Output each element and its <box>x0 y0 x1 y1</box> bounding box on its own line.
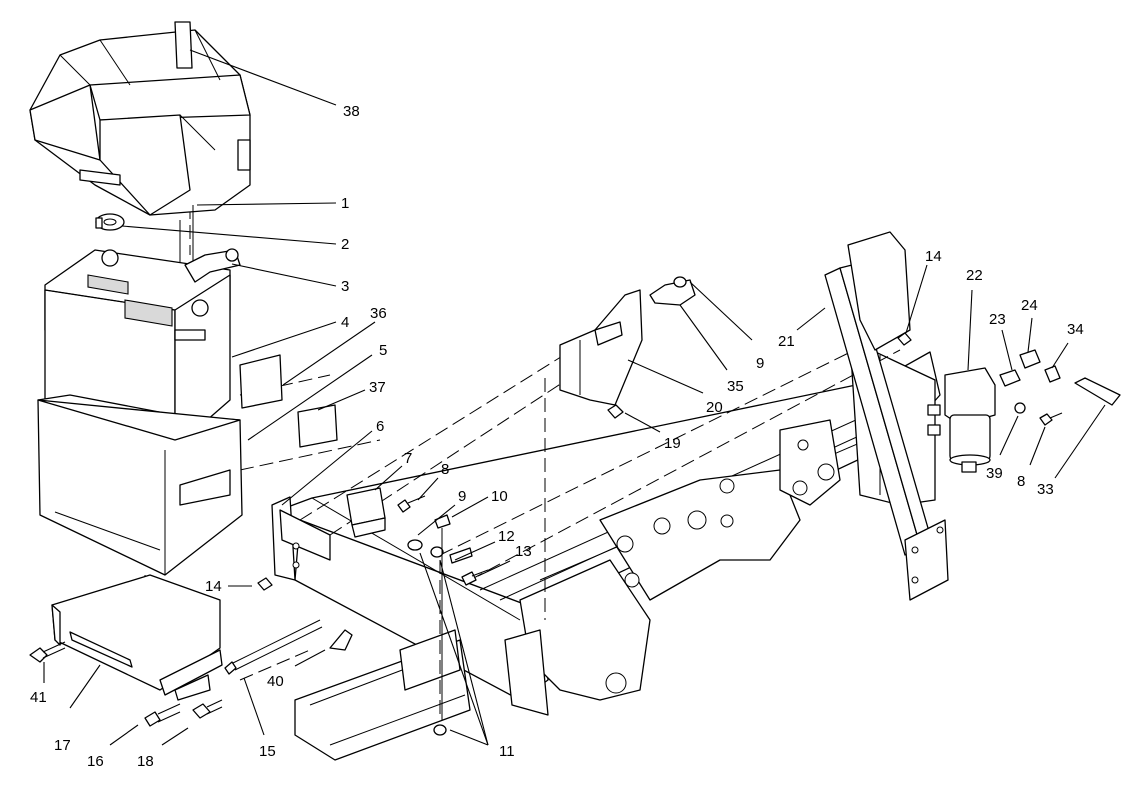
callout-2: 2 <box>341 236 349 253</box>
callout-8: 8 <box>441 461 449 478</box>
callout-4: 4 <box>341 314 349 331</box>
leader-lines <box>43 49 1106 746</box>
upright-post <box>824 231 949 601</box>
callout-17: 17 <box>54 737 71 754</box>
callout-9: 9 <box>458 488 466 505</box>
callout-20: 20 <box>706 399 723 416</box>
callout-22: 22 <box>966 267 983 284</box>
callout-14: 14 <box>925 248 942 265</box>
callout-15: 15 <box>259 743 276 760</box>
callout-21: 21 <box>778 333 795 350</box>
callout-14: 14 <box>205 578 222 595</box>
terminal-clamp <box>95 213 125 231</box>
terminal-boot <box>184 248 241 283</box>
callout-19: 19 <box>664 435 681 452</box>
callout-10: 10 <box>491 488 508 505</box>
callout-7: 7 <box>404 450 412 467</box>
callout-39: 39 <box>986 465 1003 482</box>
callout-35: 35 <box>727 378 744 395</box>
callout-38: 38 <box>343 103 360 120</box>
callout-23: 23 <box>989 311 1006 328</box>
callout-34: 34 <box>1067 321 1084 338</box>
callout-5: 5 <box>379 342 387 359</box>
callout-33: 33 <box>1037 481 1054 498</box>
callout-16: 16 <box>87 753 104 770</box>
callout-12: 12 <box>498 528 515 545</box>
callout-8: 8 <box>1017 473 1025 490</box>
callout-9: 9 <box>756 355 764 372</box>
spacers <box>239 354 338 448</box>
callout-labels: 38 1 2 3 4 36 5 37 6 7 8 9 10 12 13 14 4… <box>30 103 1084 770</box>
callout-11: 11 <box>499 743 515 760</box>
hardware <box>29 487 489 736</box>
battery-box <box>37 394 243 576</box>
center-bracket <box>559 276 696 419</box>
callout-24: 24 <box>1021 297 1038 314</box>
callout-37: 37 <box>369 379 386 396</box>
callout-40: 40 <box>267 673 284 690</box>
callout-13: 13 <box>515 543 532 560</box>
callout-36: 36 <box>370 305 387 322</box>
callout-18: 18 <box>137 753 154 770</box>
callout-41: 41 <box>30 689 47 706</box>
callout-6: 6 <box>376 418 384 435</box>
filter-assembly <box>927 349 1121 473</box>
callout-3: 3 <box>341 278 349 295</box>
battery-cover <box>29 21 251 265</box>
callout-1: 1 <box>341 195 349 212</box>
battery-tray <box>51 574 223 701</box>
frame-assembly <box>271 339 941 761</box>
